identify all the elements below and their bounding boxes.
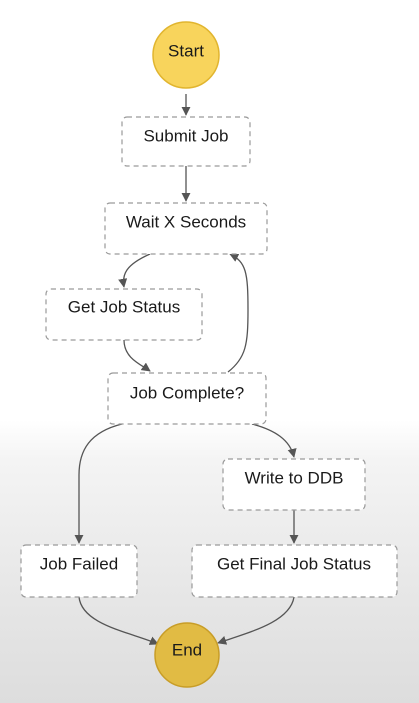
state-box: [20, 544, 138, 598]
state-label: Get Final Job Status: [217, 555, 371, 574]
edge-job-failed-to-end: [78, 596, 159, 645]
state-job-failed[interactable]: Job Failed: [20, 544, 138, 598]
state-write-to-ddb[interactable]: Write to DDB: [222, 458, 366, 511]
edge-final-status-to-end: [217, 596, 295, 645]
state-box: [107, 372, 267, 425]
edge-get-job-status-to-job-complete: [123, 339, 151, 372]
start-circle: [152, 21, 220, 89]
start-label: Start: [168, 42, 204, 61]
edge-wait-to-get-job-status: [118, 253, 151, 288]
transition-edges: [74, 94, 299, 645]
state-box: [104, 202, 268, 255]
state-wait-x-seconds[interactable]: Wait X Seconds: [104, 202, 268, 255]
edge-job-complete-to-write-ddb: [251, 423, 297, 458]
edge-job-complete-to-job-failed: [74, 423, 123, 544]
end-circle: [154, 622, 220, 688]
state-get-final-job-status[interactable]: Get Final Job Status: [191, 544, 398, 598]
state-label: Submit Job: [143, 127, 228, 146]
state-job-complete[interactable]: Job Complete?: [107, 372, 267, 425]
state-box: [45, 288, 203, 341]
state-label: Write to DDB: [245, 469, 344, 488]
state-box: [121, 116, 251, 167]
state-get-job-status[interactable]: Get Job Status: [45, 288, 203, 341]
state-label: Job Failed: [40, 555, 118, 574]
state-box: [222, 458, 366, 511]
state-label: Wait X Seconds: [126, 213, 246, 232]
edge-job-complete-loop-to-wait: [227, 253, 249, 373]
end-node[interactable]: End: [154, 622, 220, 688]
state-label: Job Complete?: [130, 384, 244, 403]
end-label: End: [172, 641, 202, 660]
state-label: Get Job Status: [68, 298, 180, 317]
start-node[interactable]: Start: [152, 21, 220, 89]
state-submit-job[interactable]: Submit Job: [121, 116, 251, 167]
state-box: [191, 544, 398, 598]
